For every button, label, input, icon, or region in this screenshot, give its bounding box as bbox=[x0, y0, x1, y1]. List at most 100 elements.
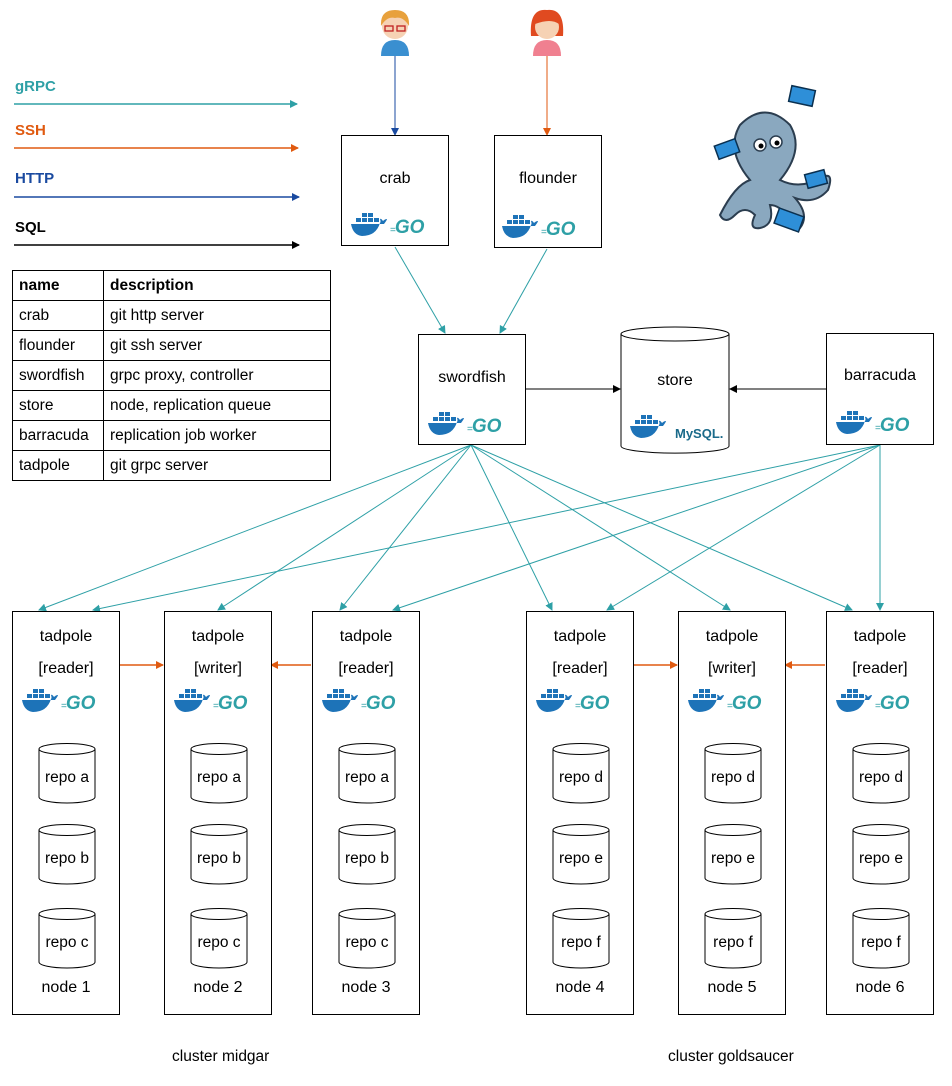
tadpole-title: tadpole bbox=[705, 628, 759, 645]
crab-label: crab bbox=[379, 170, 411, 187]
docker-whale-icon bbox=[173, 686, 211, 721]
repo-label: repo a bbox=[45, 769, 89, 786]
repo-cylinder: repo a bbox=[338, 743, 396, 805]
table-cell: flounder bbox=[12, 330, 104, 361]
table-cell: tadpole bbox=[12, 450, 104, 481]
mysql-logo: MySQL. bbox=[675, 426, 723, 441]
repo-cylinder: repo e bbox=[704, 824, 762, 886]
tadpole-box: tadpole [writer] =GO bbox=[678, 611, 786, 722]
go-logo: GO bbox=[879, 692, 910, 714]
tadpole-title: tadpole bbox=[553, 628, 607, 645]
repo-label: repo a bbox=[197, 769, 241, 786]
tadpole-title: tadpole bbox=[339, 628, 393, 645]
repo-label: repo d bbox=[711, 769, 755, 786]
repo-label: repo b bbox=[345, 850, 389, 867]
node-label: node 5 bbox=[707, 979, 757, 996]
docker-whale-icon bbox=[501, 212, 539, 247]
repo-label: repo e bbox=[711, 850, 755, 867]
tadpole-box: tadpole [writer] =GO bbox=[164, 611, 272, 722]
tadpole-box: tadpole [reader] =GO bbox=[12, 611, 120, 722]
go-logo: GO bbox=[394, 216, 425, 238]
octopus-mascot-icon bbox=[713, 84, 832, 233]
node-label: node 2 bbox=[193, 979, 243, 996]
node-label: node 1 bbox=[41, 979, 91, 996]
repo-label: repo d bbox=[859, 769, 903, 786]
repo-cylinder: repo d bbox=[552, 743, 610, 805]
tadpole-role: [reader] bbox=[338, 660, 394, 677]
node-storage-box: repo d repo e repo f node 4 bbox=[526, 721, 634, 1015]
repo-cylinder: repo d bbox=[852, 743, 910, 805]
repo-cylinder: repo b bbox=[190, 824, 248, 886]
repo-cylinder: repo e bbox=[552, 824, 610, 886]
table-header-name: name bbox=[12, 270, 104, 301]
tadpole-role: [writer] bbox=[708, 660, 756, 677]
tadpole-title: tadpole bbox=[191, 628, 245, 645]
tadpole-role: [writer] bbox=[194, 660, 242, 677]
go-logo: GO bbox=[879, 414, 910, 436]
repo-label: repo f bbox=[561, 934, 601, 951]
table-cell: store bbox=[12, 390, 104, 421]
tadpole-box: tadpole [reader] =GO bbox=[526, 611, 634, 722]
repo-label: repo c bbox=[345, 934, 389, 951]
repo-cylinder: repo a bbox=[190, 743, 248, 805]
store-label: store bbox=[657, 372, 693, 389]
node-storage-box: repo a repo b repo c node 2 bbox=[164, 721, 272, 1015]
table-cell: git http server bbox=[103, 300, 331, 331]
cluster-goldsaucer-label: cluster goldsaucer bbox=[668, 1048, 794, 1065]
barracuda-box: barracuda =GO bbox=[826, 333, 934, 445]
table-cell: git ssh server bbox=[103, 330, 331, 361]
node-label: node 6 bbox=[855, 979, 905, 996]
repo-cylinder: repo f bbox=[704, 908, 762, 970]
table-cell: swordfish bbox=[12, 360, 104, 391]
flounder-box: flounder =GO bbox=[494, 135, 602, 248]
repo-label: repo e bbox=[859, 850, 903, 867]
node-storage-box: repo d repo e repo f node 6 bbox=[826, 721, 934, 1015]
node-label: node 3 bbox=[341, 979, 391, 996]
repo-cylinder: repo c bbox=[338, 908, 396, 970]
table-header-row: name description bbox=[12, 270, 331, 301]
tadpole-role: [reader] bbox=[552, 660, 608, 677]
store-node: store MySQL. bbox=[621, 330, 729, 448]
repo-cylinder: repo f bbox=[852, 908, 910, 970]
table-cell: replication job worker bbox=[103, 420, 331, 451]
repo-label: repo f bbox=[713, 934, 753, 951]
docker-whale-icon bbox=[629, 412, 667, 447]
table-cell: node, replication queue bbox=[103, 390, 331, 421]
go-logo: GO bbox=[217, 692, 248, 714]
tadpole-title: tadpole bbox=[853, 628, 907, 645]
user-woman-icon bbox=[530, 9, 564, 56]
go-logo: GO bbox=[65, 692, 96, 714]
flounder-label: flounder bbox=[519, 170, 577, 187]
legend-grpc-label: gRPC bbox=[15, 78, 56, 95]
repo-cylinder: repo e bbox=[852, 824, 910, 886]
node-storage-box: repo a repo b repo c node 3 bbox=[312, 721, 420, 1015]
repo-label: repo f bbox=[861, 934, 901, 951]
node-label: node 4 bbox=[555, 979, 605, 996]
swordfish-box: swordfish =GO bbox=[418, 334, 526, 445]
table-cell: grpc proxy, controller bbox=[103, 360, 331, 391]
tadpole-role: [reader] bbox=[38, 660, 94, 677]
docker-whale-icon bbox=[835, 686, 873, 721]
go-logo: GO bbox=[579, 692, 610, 714]
legend-ssh-label: SSH bbox=[15, 122, 46, 139]
swordfish-label: swordfish bbox=[438, 369, 506, 386]
docker-whale-icon bbox=[427, 409, 465, 444]
docker-whale-icon bbox=[321, 686, 359, 721]
docker-whale-icon bbox=[687, 686, 725, 721]
go-logo: GO bbox=[731, 692, 762, 714]
docker-whale-icon bbox=[21, 686, 59, 721]
repo-cylinder: repo b bbox=[338, 824, 396, 886]
repo-label: repo b bbox=[45, 850, 89, 867]
table-header-description: description bbox=[103, 270, 331, 301]
tadpole-title: tadpole bbox=[39, 628, 93, 645]
legend-http-label: HTTP bbox=[15, 170, 55, 187]
table-cell: barracuda bbox=[12, 420, 104, 451]
tadpole-box: tadpole [reader] =GO bbox=[312, 611, 420, 722]
